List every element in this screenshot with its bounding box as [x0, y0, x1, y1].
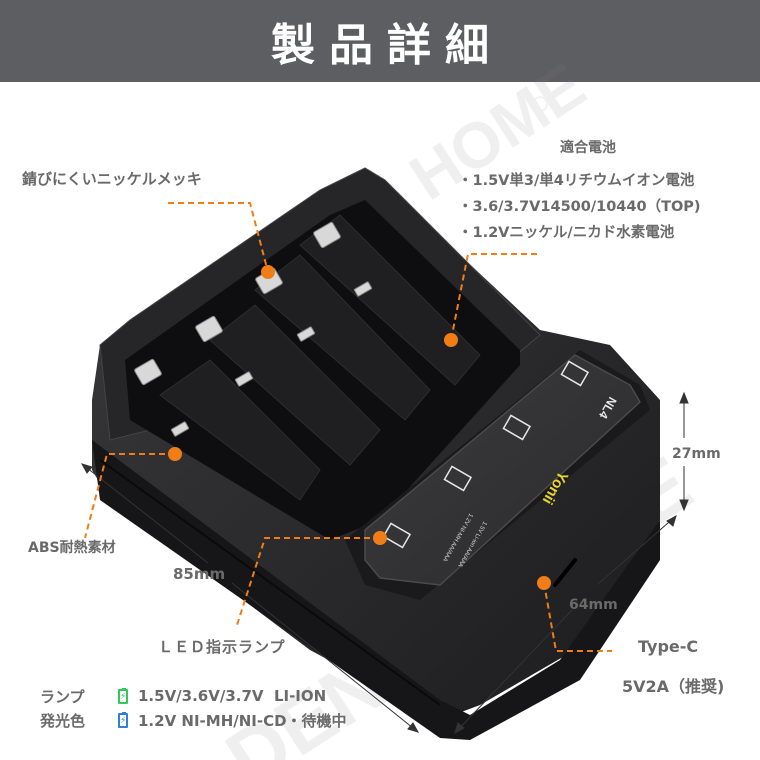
dimension-height: 27mm	[672, 446, 721, 462]
leader-led	[236, 537, 380, 626]
leader-nickel	[168, 202, 269, 273]
callout-power: 5V2A（推奨)	[622, 677, 725, 696]
legend-heading: 発光色	[40, 711, 86, 730]
type-c-port	[553, 558, 577, 587]
led-legend: ランプ ⚡ 1.5V/3.6V/3.7V LI-ION 発光色 ⚡ 1.2V N…	[40, 684, 347, 732]
callout-type-c: Type-C	[638, 637, 699, 656]
legend-row: 発光色 ⚡ 1.2V NI-MH/NI-CD・待機中	[40, 708, 347, 732]
battery-charging-green-icon: ⚡	[118, 687, 128, 704]
list-item: ・1.2Vニッケル/ニカド水素電池	[458, 225, 675, 241]
page-title: 製品詳細	[271, 20, 503, 71]
charger-body	[92, 167, 660, 740]
header-bar: 製品詳細	[0, 0, 760, 82]
dimension-length: 85mm	[173, 565, 226, 583]
leader-abs	[84, 453, 175, 539]
dimension-width: 64mm	[569, 597, 618, 613]
list-item: ・3.6/3.7V14500/10440（TOP)	[458, 199, 701, 215]
callout-abs-material: ABS耐熱素材	[28, 540, 116, 556]
battery-charging-blue-icon: ⚡	[118, 711, 128, 728]
legend-text: 1.5V/3.6V/3.7V LI-ION	[138, 687, 327, 705]
legend-row: ランプ ⚡ 1.5V/3.6V/3.7V LI-ION	[40, 684, 347, 708]
dimension-arrows	[80, 391, 689, 735]
compatible-battery-list: ・1.5V単3/単4リチウムイオン電池 ・3.6/3.7V14500/10440…	[458, 168, 701, 246]
callout-compatible-title: 適合電池	[560, 140, 616, 156]
callout-dots	[168, 265, 551, 590]
callout-leaders	[84, 202, 612, 652]
leader-typec	[543, 582, 612, 652]
legend-heading: ランプ	[40, 687, 85, 706]
callout-led-indicator: ＬＥＤ指示ランプ	[158, 638, 286, 656]
legend-text: 1.2V NI-MH/NI-CD・待機中	[138, 711, 347, 730]
led-slot-icons	[382, 360, 590, 549]
list-item: ・1.5V単3/単4リチウムイオン電池	[458, 173, 695, 189]
leader-battery	[450, 253, 537, 341]
callout-nickel-plating: 錆びにくいニッケルメッキ	[22, 170, 202, 188]
led-panel: NL4 Yonii 1.2V NI-MH AA/AAA 1.5V Li-ion …	[345, 350, 650, 600]
